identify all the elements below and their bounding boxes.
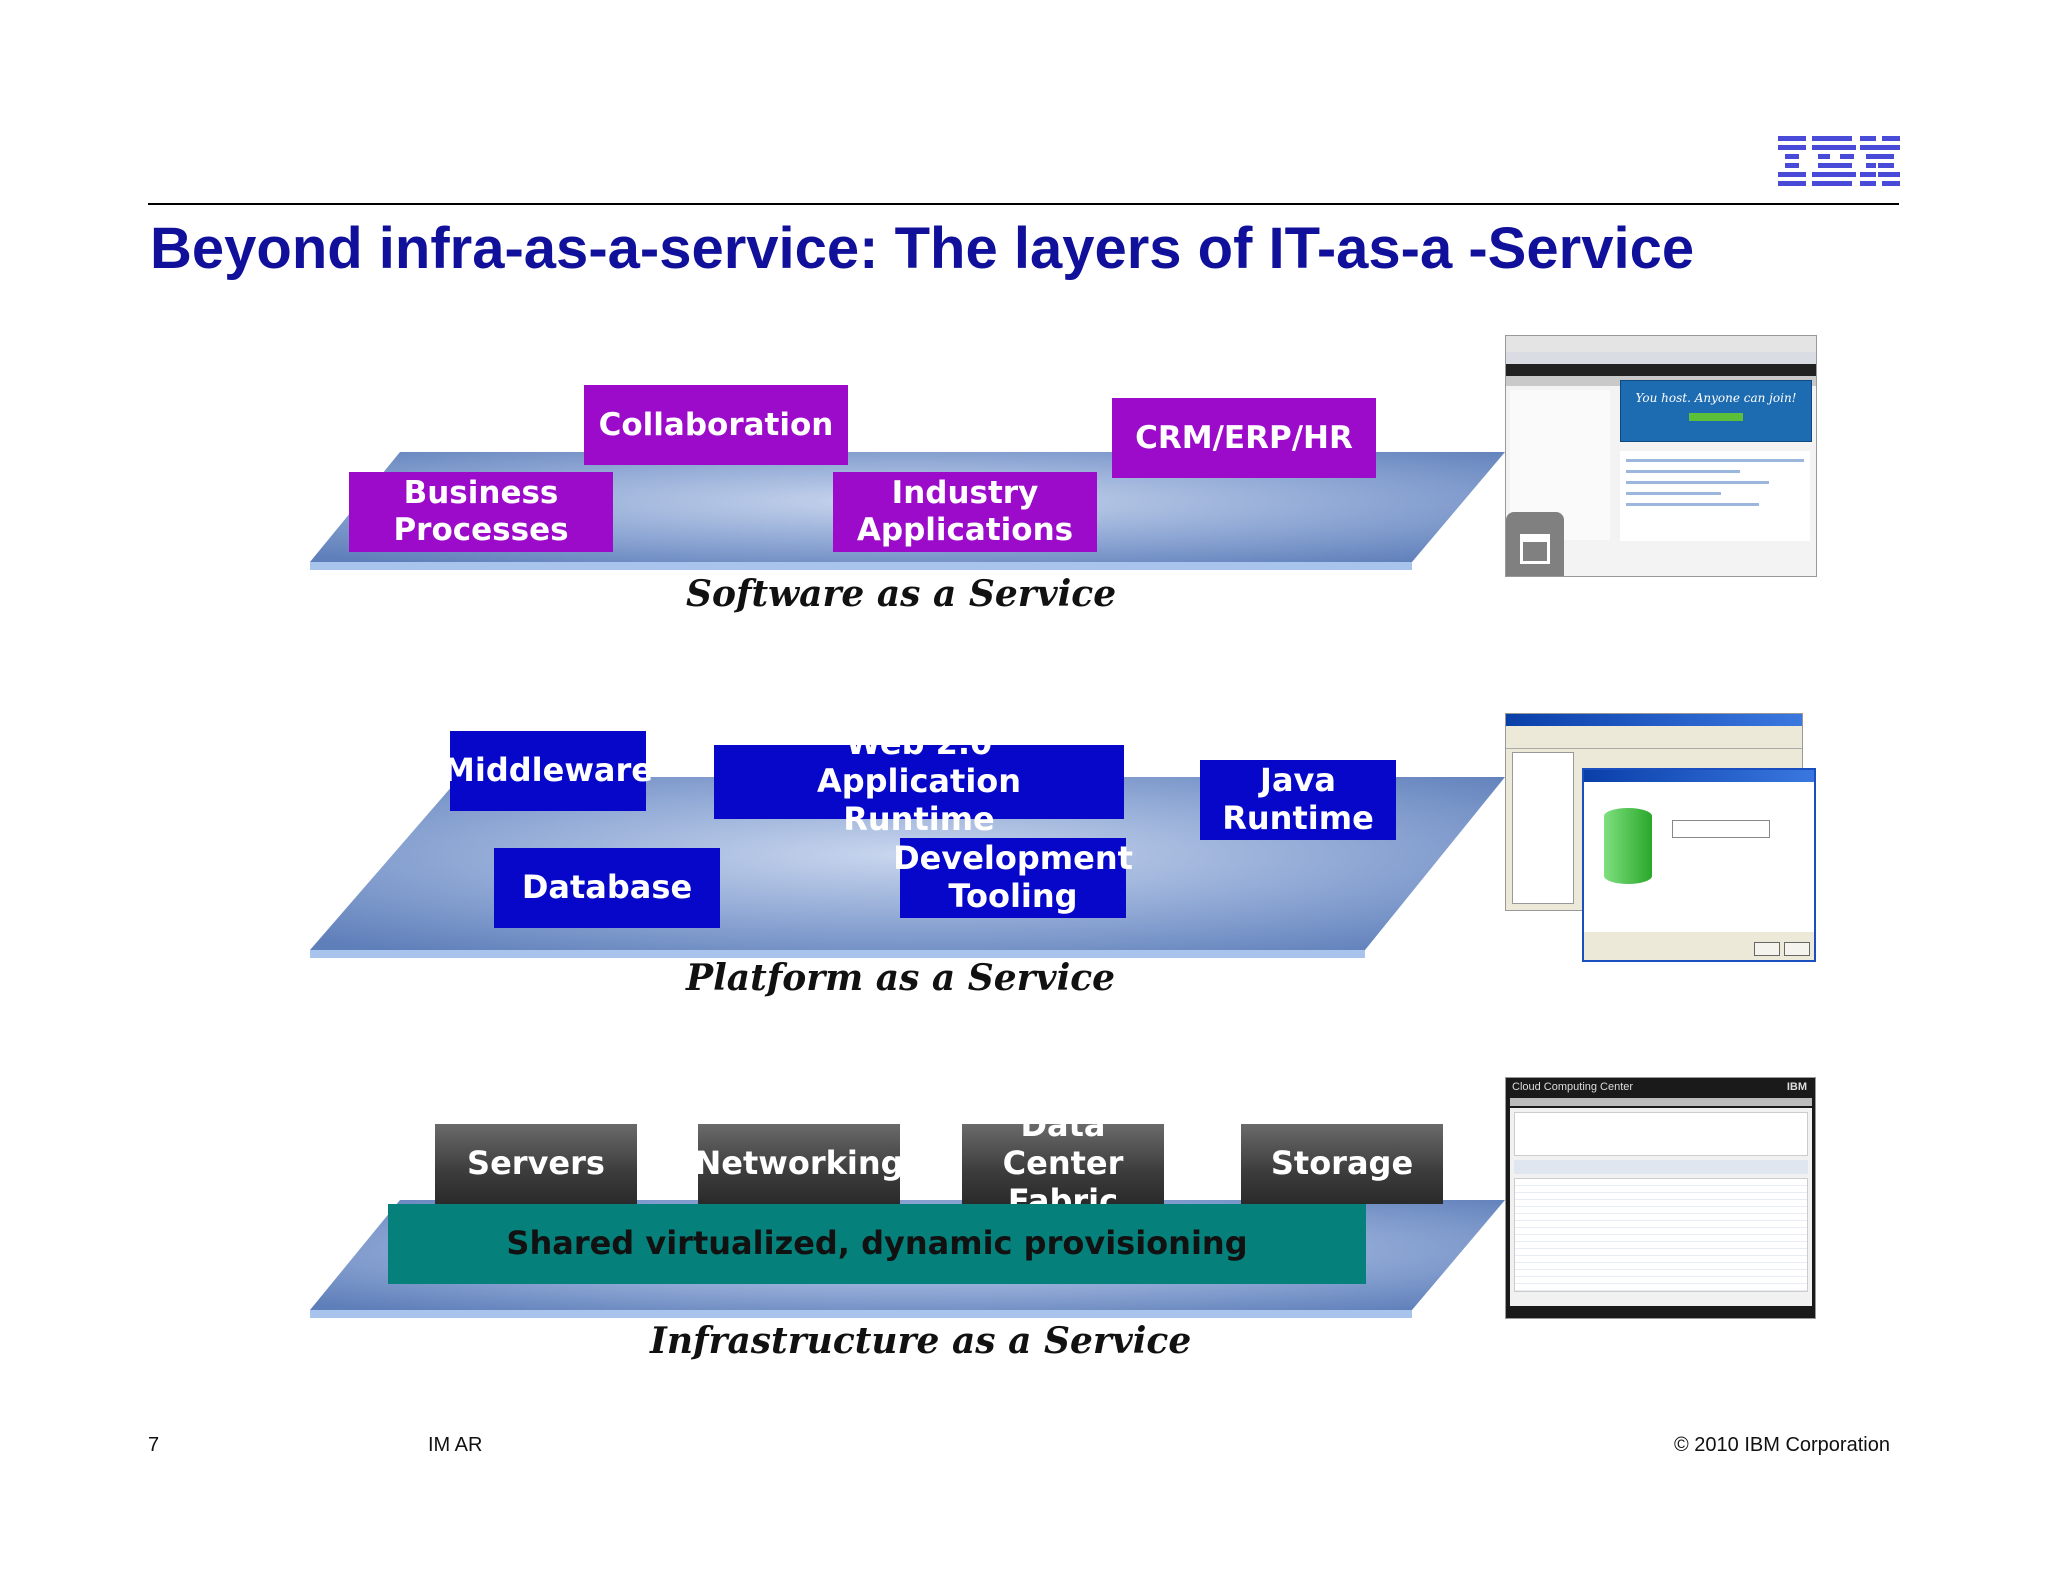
database-cylinder-icon	[1604, 808, 1652, 884]
data-center-fabric-box: Data Center Fabric	[962, 1106, 1164, 1220]
networking-box: Networking	[694, 1124, 904, 1204]
saas-screenshot-banner: You host. Anyone can join!	[1635, 391, 1797, 405]
document-icon	[1506, 512, 1564, 576]
page-number: 7	[148, 1434, 160, 1456]
collaboration-box: Collaboration	[584, 385, 848, 465]
paas-label: Platform as a Service	[686, 957, 1116, 999]
business-processes-box: Business Processes	[349, 472, 613, 552]
paas-screenshot-wizard-dialog	[1582, 768, 1816, 962]
shared-provisioning-bar: Shared virtualized, dynamic provisioning	[388, 1204, 1366, 1284]
industry-applications-box: Industry Applications	[833, 472, 1097, 552]
page-title: Beyond infra-as-a-service: The layers of…	[150, 216, 1695, 281]
header-rule	[148, 203, 1899, 205]
servers-box: Servers	[435, 1124, 637, 1204]
storage-box: Storage	[1241, 1124, 1443, 1204]
footer-center-text: IM AR	[428, 1434, 483, 1456]
web20-runtime-box: Web 2.0 Application Runtime	[714, 724, 1124, 838]
copyright: © 2010 IBM Corporation	[1674, 1434, 1890, 1456]
development-tooling-box: Development Tooling	[893, 838, 1133, 918]
iaas-label: Infrastructure as a Service	[650, 1320, 1192, 1362]
saas-label: Software as a Service	[686, 573, 1117, 615]
saas-screenshot: You host. Anyone can join!	[1505, 335, 1817, 577]
iaas-screenshot-title: Cloud Computing Center	[1512, 1081, 1634, 1093]
middleware-box: Middleware	[443, 731, 653, 811]
java-runtime-box: Java Runtime	[1200, 760, 1396, 840]
iaas-screenshot: Cloud Computing Center IBM	[1505, 1077, 1816, 1319]
iaas-screenshot-logo: IBM	[1786, 1081, 1807, 1093]
database-box: Database	[494, 848, 720, 928]
ibm-logo	[1778, 136, 1900, 186]
crm-erp-hr-box: CRM/ERP/HR	[1112, 398, 1376, 478]
